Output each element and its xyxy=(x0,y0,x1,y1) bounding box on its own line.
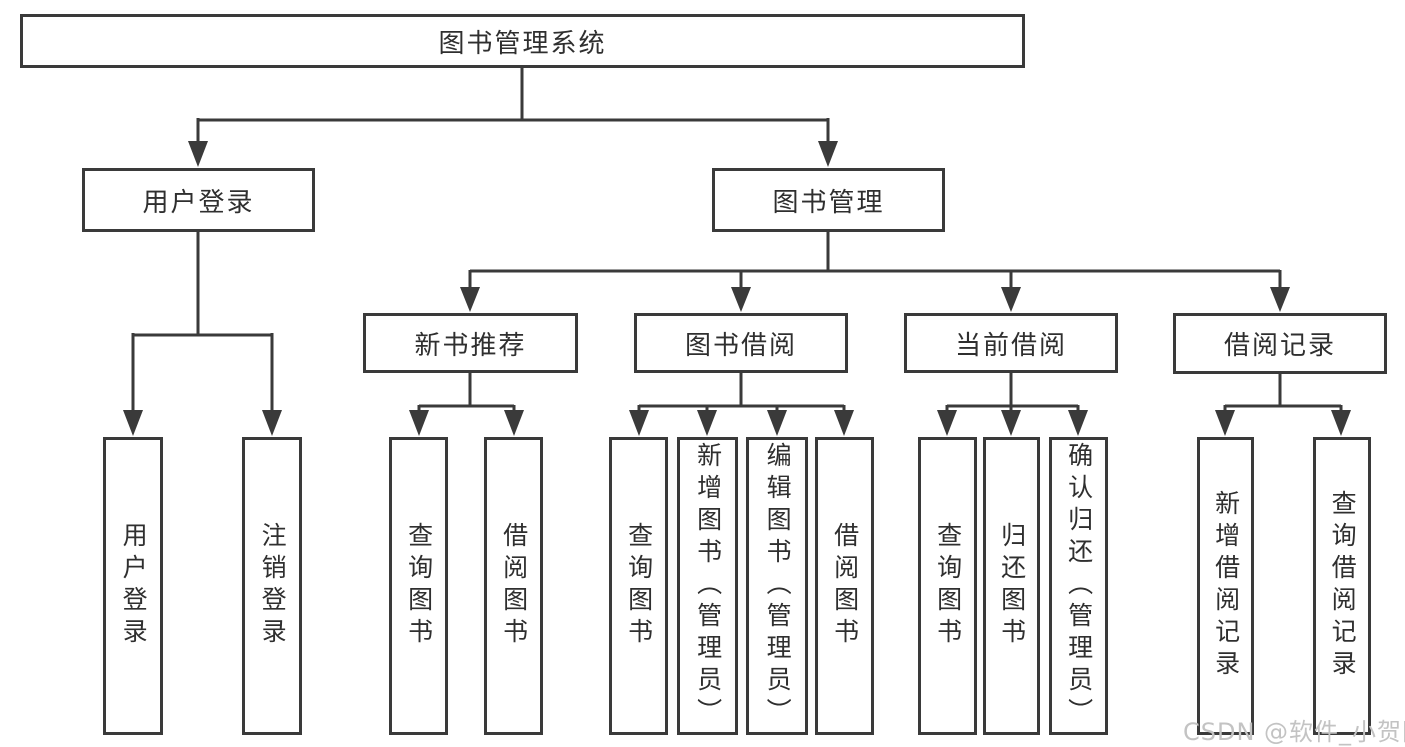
leaf-query-books-3: 查询图书 xyxy=(918,437,977,735)
node-user-login: 用户登录 xyxy=(82,168,315,232)
node-label: 查询图书 xyxy=(933,522,963,650)
node-label: 归还图书 xyxy=(997,522,1027,650)
leaf-query-borrow-record: 查询借阅记录 xyxy=(1313,437,1371,735)
node-label: 图书管理系统 xyxy=(438,28,607,59)
leaf-confirm-return-admin: 确认归还（管理员） xyxy=(1049,437,1108,735)
leaf-query-books-2: 查询图书 xyxy=(609,437,668,735)
leaf-add-borrow-record: 新增借阅记录 xyxy=(1197,437,1254,735)
node-label: 新增图书（管理员） xyxy=(693,442,723,730)
node-label: 编辑图书（管理员） xyxy=(763,442,793,730)
node-label: 确认归还（管理员） xyxy=(1064,442,1094,730)
leaf-add-books-admin: 新增图书（管理员） xyxy=(677,437,738,735)
node-label: 注销登录 xyxy=(258,522,288,650)
node-label: 借阅记录 xyxy=(1223,331,1336,361)
node-label: 查询图书 xyxy=(404,522,434,650)
csdn-watermark: CSDN @软件_小贺同学 xyxy=(1183,718,1405,746)
leaf-edit-books-admin: 编辑图书（管理员） xyxy=(746,437,808,735)
leaf-borrow-books-1: 借阅图书 xyxy=(484,437,543,735)
node-label: 用户登录 xyxy=(119,522,149,650)
node-current-borrowing: 当前借阅 xyxy=(904,313,1118,373)
node-label: 借阅图书 xyxy=(499,522,529,650)
node-root-system: 图书管理系统 xyxy=(20,14,1025,68)
node-borrowing-records: 借阅记录 xyxy=(1173,313,1387,374)
node-label: 新书推荐 xyxy=(414,330,527,361)
node-label: 图书借阅 xyxy=(684,330,797,361)
node-label: 当前借阅 xyxy=(954,330,1067,361)
node-label: 新增借阅记录 xyxy=(1211,490,1241,682)
node-label: 用户登录 xyxy=(142,187,255,218)
node-book-borrowing: 图书借阅 xyxy=(634,313,848,373)
leaf-query-books-1: 查询图书 xyxy=(389,437,448,735)
node-label: 图书管理 xyxy=(772,187,885,218)
node-label: 查询借阅记录 xyxy=(1328,490,1358,682)
node-label: 借阅图书 xyxy=(830,522,860,650)
leaf-return-books: 归还图书 xyxy=(983,437,1040,735)
leaf-borrow-books-2: 借阅图书 xyxy=(815,437,874,735)
leaf-user-login: 用户登录 xyxy=(103,437,163,735)
node-book-management: 图书管理 xyxy=(712,168,945,232)
leaf-logout: 注销登录 xyxy=(242,437,302,735)
node-new-book-recommend: 新书推荐 xyxy=(363,313,578,373)
node-label: 查询图书 xyxy=(624,522,654,650)
